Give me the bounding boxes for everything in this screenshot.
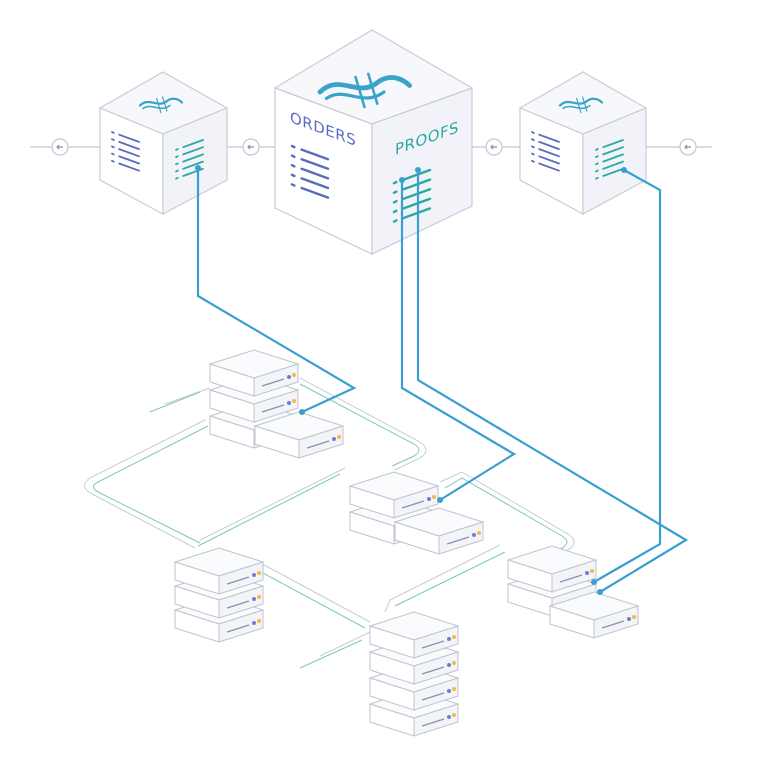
- proof-connectors: [195, 165, 689, 595]
- block-cube-center: ORDERS PROOFS: [273, 29, 474, 255]
- arrow-left-icon: [679, 138, 697, 156]
- network-links: [84, 377, 575, 669]
- server-rack-icon: [369, 611, 459, 737]
- block-cube-left: [98, 71, 229, 216]
- server-rack-icon: [349, 471, 484, 555]
- block-cube-right: [518, 71, 648, 216]
- arrow-left-icon: [485, 138, 503, 156]
- server-rack-icon: [209, 349, 344, 459]
- server-rack-icon: [507, 545, 639, 639]
- server-rack-icon: [174, 547, 264, 643]
- arrow-left-icon: [242, 138, 260, 156]
- arrow-left-icon: [51, 138, 69, 156]
